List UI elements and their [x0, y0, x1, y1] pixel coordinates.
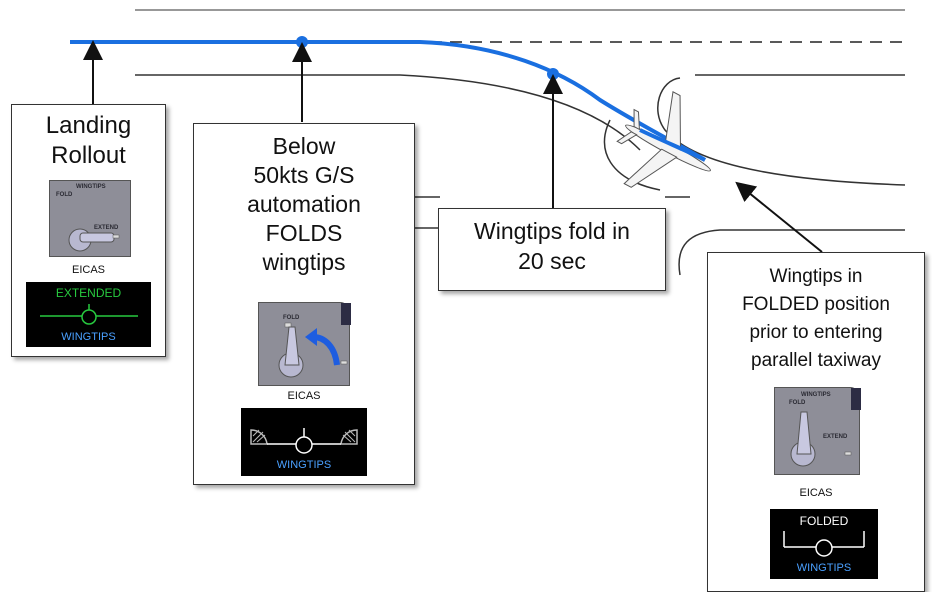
eicas-name-folding: WINGTIPS: [276, 459, 332, 471]
eicas-display-folding: WINGTIPS: [241, 408, 367, 476]
callout-below-50kts: Below 50kts G/S automation FOLDS wingtip…: [193, 123, 415, 485]
fold20-line2: 20 sec: [518, 248, 586, 274]
below50-line2: 50kts G/S: [253, 162, 355, 188]
taxiway-edge-left: [603, 119, 661, 191]
panel-label-fold-3: FOLD: [789, 400, 806, 406]
landing-title-line2: Rollout: [51, 142, 126, 169]
panel-label-wingtips-3: WINGTIPS: [801, 392, 831, 398]
wingtip-switch-panel-folding: FOLD: [258, 302, 351, 386]
wingtip-indicator-folding-icon: [250, 428, 358, 454]
wingtip-switch-panel-extended: WINGTIPS FOLD EXTEND: [49, 180, 131, 257]
panel-label-extend: EXTEND: [94, 225, 119, 231]
path-point-fold: [547, 68, 559, 80]
panel-label-fold: FOLD: [56, 192, 73, 198]
eicas-label-3: EICAS: [799, 487, 833, 499]
folded-line2: FOLDED position: [742, 294, 890, 315]
wingtip-indicator-extended-icon: [40, 304, 138, 325]
eicas-status-folded: FOLDED: [799, 514, 849, 528]
callout-fold-20sec: Wingtips fold in 20 sec: [438, 208, 666, 291]
below50-line3: automation: [247, 191, 361, 217]
fold20-line1: Wingtips fold in: [474, 218, 630, 244]
eicas-display-folded: FOLDED WINGTIPS: [770, 509, 878, 579]
eicas-label-1: EICAS: [71, 264, 105, 276]
eicas-label-2: EICAS: [287, 390, 321, 402]
parallel-taxiway-edge: [678, 229, 905, 276]
folded-line4: parallel taxiway: [751, 350, 881, 371]
runway-edge-bottom: [135, 74, 641, 151]
airplane-icon: [616, 90, 711, 188]
folded-line1: Wingtips in: [769, 266, 863, 287]
panel-label-fold-2: FOLD: [283, 315, 300, 321]
panel-label-wingtips: WINGTIPS: [76, 184, 106, 190]
switch-knob-icon: [68, 228, 120, 252]
panel-label-extend-3: EXTEND: [823, 434, 848, 440]
below50-line1: Below: [272, 133, 336, 159]
switch-knob-folded-icon: [790, 388, 861, 467]
aircraft-path-overlay: [639, 128, 706, 162]
below50-line5: wingtips: [262, 249, 346, 275]
wingtip-indicator-folded-icon: [783, 531, 865, 557]
eicas-name-extended: WINGTIPS: [61, 331, 116, 343]
callout-folded-position: Wingtips in FOLDED position prior to ent…: [707, 252, 925, 592]
folded-line3: prior to entering: [749, 322, 883, 343]
below50-line4: FOLDS: [265, 220, 343, 246]
switch-knob-folding-icon: [278, 303, 351, 378]
landing-title-line1: Landing: [45, 112, 132, 139]
callout-landing-rollout: Landing Rollout WINGTIPS FOLD EXTEND EIC…: [11, 104, 166, 357]
eicas-status-extended: EXTENDED: [55, 286, 122, 300]
eicas-display-extended: EXTENDED WINGTIPS: [26, 282, 151, 347]
path-point-50kts: [296, 36, 308, 48]
arrow-folded: [735, 181, 823, 253]
eicas-name-folded: WINGTIPS: [796, 562, 852, 574]
taxiway-edge-upper: [657, 77, 906, 186]
wingtip-switch-panel-folded: WINGTIPS FOLD EXTEND: [774, 387, 861, 475]
